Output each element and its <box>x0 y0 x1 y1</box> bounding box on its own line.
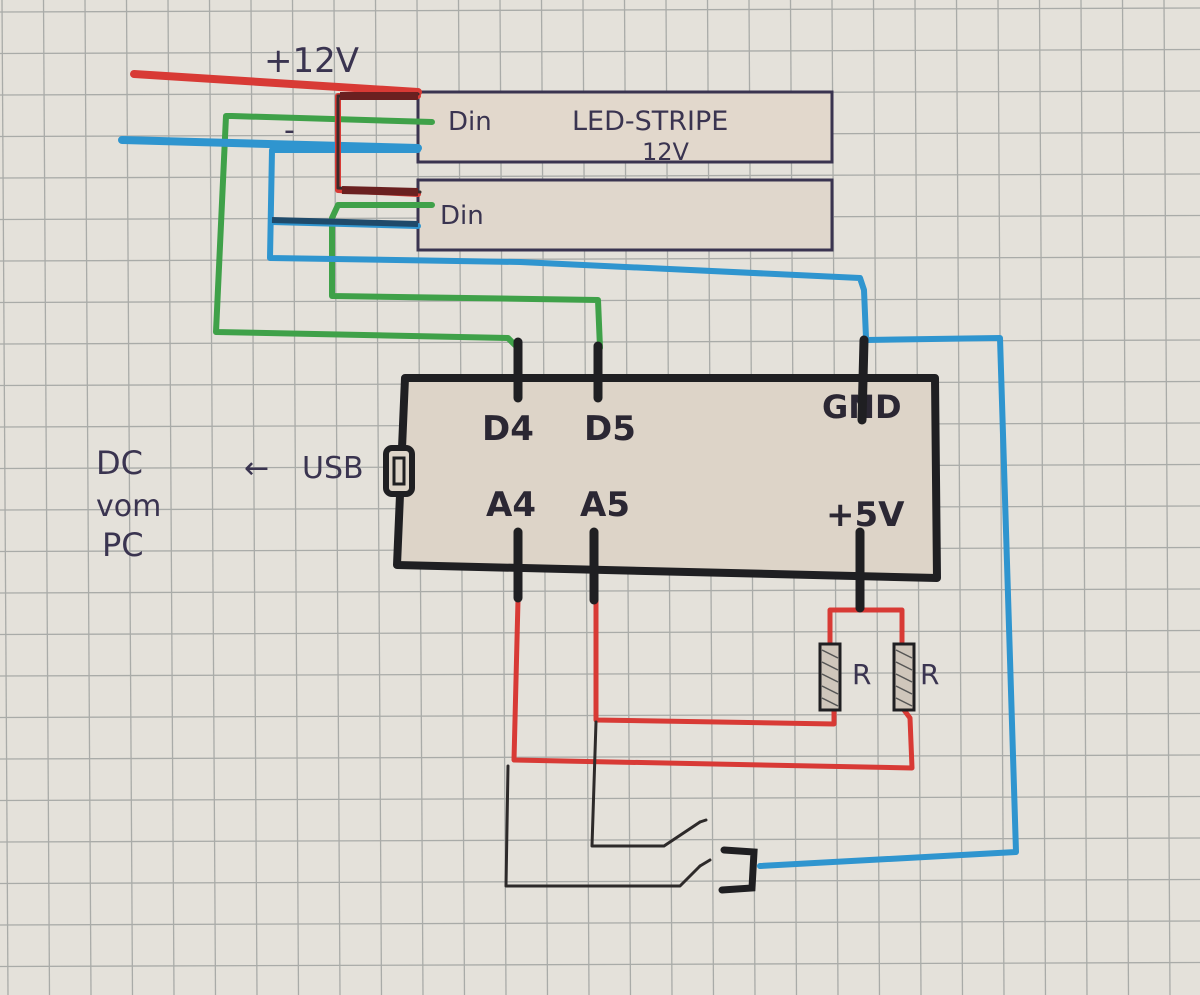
led-strip-1-din-label: Din <box>448 107 492 137</box>
grid-line-v-2 <box>84 0 92 995</box>
grid-line-h-6 <box>0 256 1200 262</box>
led-strip-2-din-label: Din <box>440 201 484 231</box>
grid-line-v-24 <box>997 0 1005 995</box>
grid-line-v-3 <box>125 0 134 995</box>
grid-line-v-27 <box>1121 0 1130 995</box>
resistor-2-body <box>892 642 916 712</box>
grid-line-h-17 <box>0 712 1200 719</box>
grid-line-v-6 <box>250 0 258 995</box>
connector-12v-strip2 <box>341 186 419 196</box>
wire-red-5v <box>827 607 905 645</box>
supply-12v-label: +12V <box>264 41 359 81</box>
grid-line-h-1 <box>0 48 1200 55</box>
grid-line-v-1 <box>42 0 51 995</box>
push-button <box>718 846 758 894</box>
led-strip-1-body <box>416 90 834 164</box>
wire-blue-switch <box>757 335 1019 869</box>
strip-connectors <box>271 92 419 227</box>
wire-green-d4 <box>213 113 521 351</box>
resistor-1-hatch <box>821 649 839 707</box>
resistor-2-hatch <box>895 649 913 707</box>
board-outline <box>393 374 941 582</box>
wire-red-12v-in <box>130 70 422 96</box>
grid-line-v-23 <box>955 0 964 995</box>
microcontroller-board: D4 D5 GND A4 A5 +5V <box>383 374 941 582</box>
grid-line-h-0 <box>0 7 1200 13</box>
usb-arrow: ← <box>244 451 269 486</box>
wires <box>118 70 1019 888</box>
grid-line-h-18 <box>0 754 1200 760</box>
grid-line-h-21 <box>0 878 1200 885</box>
pin-a5-label: A5 <box>580 485 630 525</box>
grid-line-h-14 <box>0 588 1200 594</box>
led-strip-1: Din LED-STRIPE 12V <box>416 90 834 166</box>
resistors: R R <box>818 642 939 712</box>
resistor-1-label: R <box>852 658 871 691</box>
push-button-bracket <box>718 846 758 894</box>
grid-line-v-26 <box>1080 0 1088 995</box>
wire-switch-a4 <box>504 764 702 888</box>
switch-contacts <box>698 818 712 868</box>
wire-switch-a5 <box>590 720 702 848</box>
grid-line-v-7 <box>291 0 300 995</box>
grid-line-h-19 <box>0 795 1200 802</box>
pin-a4-label: A4 <box>486 485 536 525</box>
supply-minus-label: - <box>284 113 295 148</box>
led-strip-voltage: 12V <box>642 138 690 166</box>
pin-5v-label: +5V <box>826 495 905 535</box>
grid-line-h-23 <box>0 961 1200 968</box>
grid-line-h-15 <box>0 629 1200 636</box>
led-strip-2: Din <box>416 178 834 252</box>
dc-label-line1: DC <box>96 444 143 482</box>
wire-blue-gnd <box>267 147 869 341</box>
grid-line-h-16 <box>0 671 1200 677</box>
usb-label: USB <box>302 451 364 486</box>
dc-label-line3: PC <box>102 526 144 564</box>
grid-line-v-0 <box>1 0 9 995</box>
wire-red-a4 <box>511 597 915 771</box>
usb-port-inner <box>392 456 406 486</box>
grid-line-h-4 <box>0 173 1200 179</box>
dc-label-line2: vom <box>96 489 161 524</box>
resistor-2-label: R <box>920 658 939 691</box>
grid-line-v-5 <box>208 0 217 995</box>
led-strip-title: LED-STRIPE <box>572 106 728 137</box>
resistor-1-body <box>818 642 842 712</box>
led-strip-2-body <box>416 178 834 252</box>
grid-line-v-28 <box>1163 0 1171 995</box>
pin-d5-label: D5 <box>584 409 636 449</box>
grid-line-h-20 <box>0 837 1200 843</box>
grid-line-v-25 <box>1038 0 1047 995</box>
grid-line-v-4 <box>167 0 175 995</box>
usb-port <box>383 445 415 497</box>
wire-blue-minus-in <box>118 136 422 152</box>
wire-red-a5 <box>593 597 837 727</box>
pin-d4-label: D4 <box>482 409 534 449</box>
pin-stub-gnd <box>857 335 869 425</box>
grid-line-h-22 <box>0 920 1200 926</box>
connector-gnd-strip2 <box>271 217 419 227</box>
grid-line-v-9 <box>374 0 383 995</box>
